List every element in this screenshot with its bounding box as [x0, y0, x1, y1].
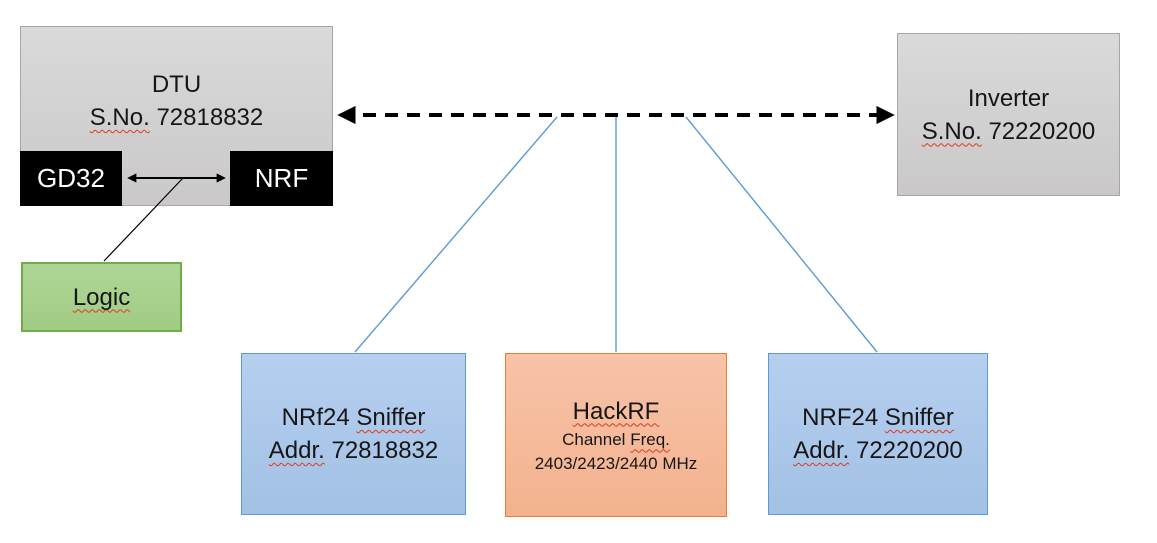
sniffer-right-addr-number: 72220200: [855, 437, 963, 464]
dtu-serial-number: 72818832: [156, 104, 264, 131]
hackrf-freq-label: Channel: [562, 429, 626, 449]
sniffer-left-addr-label: Addr.: [268, 437, 325, 464]
logic-label: Logic: [72, 283, 131, 311]
tap-line-sniffer-right: [685, 116, 878, 353]
dtu-title: DTU: [151, 71, 202, 98]
logic-box: Logic: [21, 262, 182, 332]
sniffer-left-title-prefix: NRf24: [281, 404, 350, 431]
gd32-box: GD32: [20, 151, 122, 206]
sniffer-right-title-prefix: NRF24: [802, 404, 879, 431]
nrf-label: NRF: [254, 163, 309, 193]
sniffer-right-addr: Addr. 72220200: [793, 434, 963, 467]
sniffer-right-title-word: Sniffer: [884, 404, 954, 431]
hackrf-freq-line: Channel Freq.: [562, 428, 670, 452]
inverter-box: Inverter S.No. 72220200: [897, 33, 1120, 196]
hackrf-channels: 2403/2423/2440 MHz: [534, 453, 698, 473]
inverter-serial: S.No. 72220200: [922, 115, 1095, 148]
hackrf-title: HackRF: [572, 397, 660, 425]
hackrf-box: HackRF Channel Freq. 2403/2423/2440 MHz: [505, 353, 727, 517]
nrf24-sniffer-right-box: NRF24 Sniffer Addr. 72220200: [768, 353, 988, 515]
sniffer-left-addr-number: 72818832: [331, 437, 439, 464]
tap-line-sniffer-left: [354, 116, 558, 353]
sniffer-right-addr-label: Addr.: [793, 437, 850, 464]
inverter-serial-label: S.No.: [921, 117, 982, 145]
nrf-box: NRF: [230, 151, 333, 206]
sniffer-right-title: NRF24 Sniffer: [802, 401, 954, 434]
sniffer-left-addr: Addr. 72818832: [269, 434, 439, 467]
inverter-title: Inverter: [967, 84, 1050, 112]
hackrf-freq-word: Freq.: [630, 429, 670, 449]
dtu-serial: S.No. 72818832: [90, 101, 263, 134]
gd32-label: GD32: [37, 163, 105, 193]
dtu-serial-label: S.No.: [89, 104, 150, 131]
nrf24-sniffer-left-box: NRf24 Sniffer Addr. 72818832: [241, 353, 466, 515]
inverter-serial-number: 72220200: [988, 117, 1096, 145]
sniffer-left-title: NRf24 Sniffer: [282, 401, 426, 434]
sniffer-left-title-word: Sniffer: [356, 404, 426, 431]
